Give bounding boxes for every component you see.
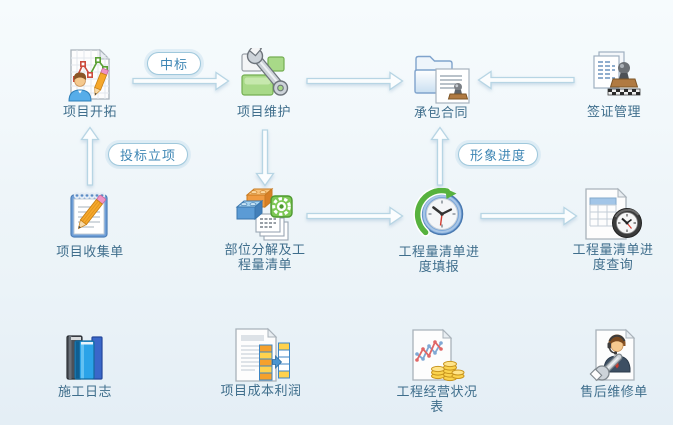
node-after-sales-repair-form[interactable]: 售后维修单 bbox=[554, 328, 673, 400]
node-boq-breakdown[interactable]: 部位分解及工程量清单 bbox=[205, 186, 325, 273]
node-label: 项目维护 bbox=[236, 105, 291, 120]
document-clock-icon[interactable] bbox=[553, 186, 673, 242]
node-label: 工程经营状况表 bbox=[396, 385, 478, 415]
node-label: 承包合同 bbox=[413, 106, 468, 121]
node-label: 部位分解及工程量清单 bbox=[224, 243, 306, 273]
clock-refresh-icon[interactable] bbox=[379, 188, 499, 244]
arrow-development-to-maintenance bbox=[132, 71, 230, 91]
node-project-development[interactable]: 项目开拓 bbox=[30, 48, 150, 120]
node-label: 项目成本利润 bbox=[220, 384, 302, 399]
node-label: 工程量清单进度填报 bbox=[398, 245, 480, 275]
person-chart-icon[interactable] bbox=[30, 48, 150, 104]
arrow-maintenance-to-breakdown bbox=[255, 129, 275, 187]
support-agent-wrench-icon[interactable] bbox=[554, 328, 673, 384]
arrow-collection-to-development bbox=[80, 126, 100, 186]
pill-visual-progress-label: 形象进度 bbox=[469, 149, 526, 164]
pill-bid-won: 中标 bbox=[147, 52, 201, 75]
arrow-visa-to-contract bbox=[477, 70, 575, 90]
arrow-progress-report-to-query bbox=[480, 206, 578, 226]
arrow-breakdown-to-progress-report bbox=[306, 206, 404, 226]
node-label: 签证管理 bbox=[586, 105, 641, 120]
node-boq-progress-query[interactable]: 工程量清单进度查询 bbox=[553, 186, 673, 273]
node-visa-management[interactable]: 签证管理 bbox=[554, 48, 673, 120]
arrow-progress-to-contract bbox=[430, 126, 450, 186]
node-boq-progress-report[interactable]: 工程量清单进度填报 bbox=[379, 188, 499, 275]
node-operation-status-report[interactable]: 工程经营状况表 bbox=[377, 328, 497, 415]
node-project-cost-profit[interactable]: 项目成本利润 bbox=[201, 327, 321, 399]
folder-contract-stamp-icon[interactable] bbox=[381, 49, 501, 105]
node-construction-log[interactable]: 施工日志 bbox=[25, 328, 145, 400]
node-contract[interactable]: 承包合同 bbox=[381, 49, 501, 121]
books-icon[interactable] bbox=[25, 328, 145, 384]
pill-bid-initiation: 投标立项 bbox=[108, 143, 188, 166]
bricks-gear-papers-icon[interactable] bbox=[205, 186, 325, 242]
arrow-maintenance-to-contract bbox=[306, 71, 404, 91]
pill-visual-progress: 形象进度 bbox=[458, 143, 538, 166]
pill-bid-initiation-label: 投标立项 bbox=[119, 149, 176, 164]
documents-stamp-icon[interactable] bbox=[554, 48, 673, 104]
notepad-pencil-icon[interactable] bbox=[30, 188, 150, 244]
node-label: 项目收集单 bbox=[56, 245, 124, 260]
node-label: 工程量清单进度查询 bbox=[572, 243, 654, 273]
node-label: 售后维修单 bbox=[580, 385, 648, 400]
chart-coins-icon[interactable] bbox=[377, 328, 497, 384]
wrench-blocks-icon[interactable] bbox=[204, 48, 324, 104]
node-label: 施工日志 bbox=[57, 385, 112, 400]
node-project-maintenance[interactable]: 项目维护 bbox=[204, 48, 324, 120]
pill-bid-won-label: 中标 bbox=[159, 58, 188, 73]
node-label: 项目开拓 bbox=[62, 105, 117, 120]
node-project-collection-form[interactable]: 项目收集单 bbox=[30, 188, 150, 260]
document-cost-tables-icon[interactable] bbox=[201, 327, 321, 383]
